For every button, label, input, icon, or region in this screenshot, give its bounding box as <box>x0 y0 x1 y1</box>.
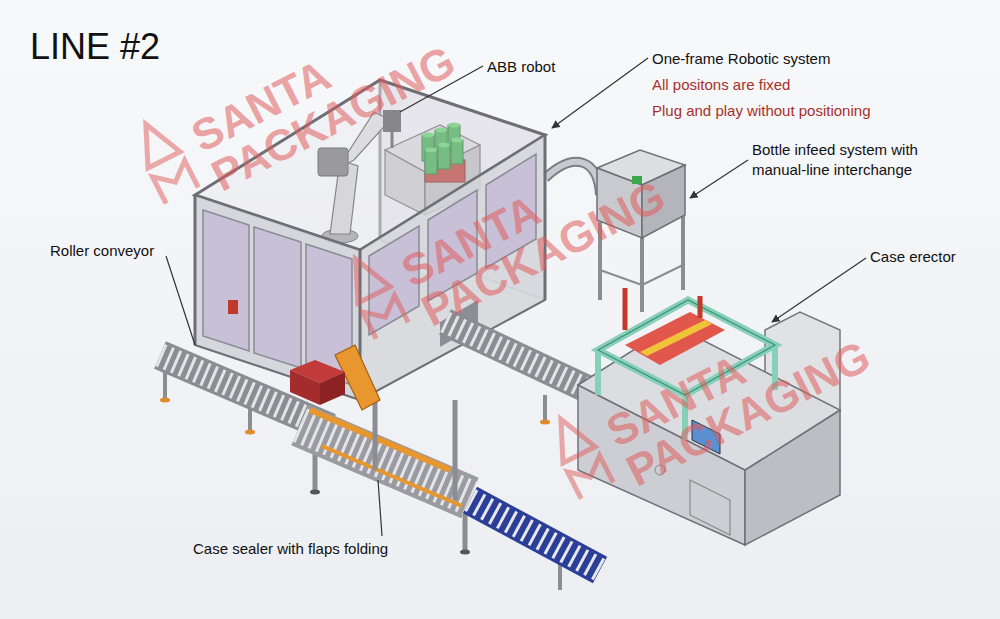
bottle-infeed-system <box>642 265 683 285</box>
leader-line <box>552 58 648 128</box>
callout-label: One-frame Robotic system <box>652 49 830 69</box>
watermark-logo <box>340 251 390 303</box>
callout-label: Case sealer with flaps folding <box>193 539 388 559</box>
case-sealer <box>322 446 462 506</box>
watermark-logo <box>153 161 199 204</box>
case-erector <box>698 296 703 318</box>
callout-label: Bottle infeed system with manual-line in… <box>752 140 962 179</box>
callout-label: Roller conveyor <box>50 241 154 261</box>
roller-conveyor <box>543 395 547 420</box>
watermark-logo <box>545 411 595 463</box>
case-sealer <box>300 425 470 498</box>
output-conveyor <box>470 500 600 570</box>
case-erector <box>625 312 725 365</box>
case-sealer <box>453 400 458 500</box>
roller-conveyor <box>540 420 550 425</box>
roller-conveyor <box>160 398 170 403</box>
robot-cell-frame <box>228 300 238 314</box>
callout-note: All positons are fixed <box>652 75 790 95</box>
case-sealer <box>310 410 450 470</box>
bottle-infeed-system <box>681 214 685 290</box>
callout-label: Case erector <box>870 247 956 267</box>
case-sealer <box>290 370 320 405</box>
bottle-infeed-system <box>640 238 644 312</box>
case-erector <box>595 350 601 395</box>
case-erector <box>623 288 628 330</box>
case-sealer <box>300 425 470 498</box>
roller-conveyor <box>245 430 255 435</box>
callout-label: ABB robot <box>487 57 555 77</box>
watermark-logo <box>340 251 408 339</box>
case-erector <box>690 480 730 535</box>
watermark-logo <box>363 296 409 339</box>
leader-line <box>690 160 748 198</box>
robot-cell-frame <box>194 195 197 345</box>
roller-conveyor <box>445 322 600 395</box>
leader-line <box>166 256 195 345</box>
watermark-logo <box>130 116 613 499</box>
callout-note: Plug and play without positioning <box>652 101 870 121</box>
case-sealer <box>310 490 320 495</box>
line-title: LINE #2 <box>30 24 160 69</box>
watermark-logo <box>545 411 613 499</box>
watermark-logo <box>130 116 198 204</box>
case-erector <box>640 320 712 356</box>
output-conveyor <box>470 500 600 590</box>
watermark-logo <box>568 456 614 499</box>
case-sealer <box>290 345 470 555</box>
leader-line <box>772 258 866 322</box>
bottle-infeed-system <box>600 270 642 285</box>
output-conveyor <box>470 500 600 570</box>
case-sealer <box>373 395 378 470</box>
case-sealer <box>463 512 468 550</box>
case-sealer <box>460 550 470 555</box>
robot-cell-frame <box>203 210 249 351</box>
roller-conveyor <box>445 322 600 395</box>
roller-conveyor <box>160 322 600 435</box>
leader-line <box>378 480 382 536</box>
case-sealer <box>320 372 345 405</box>
watermark-logo <box>130 116 180 168</box>
robot-cell-frame <box>254 227 301 368</box>
